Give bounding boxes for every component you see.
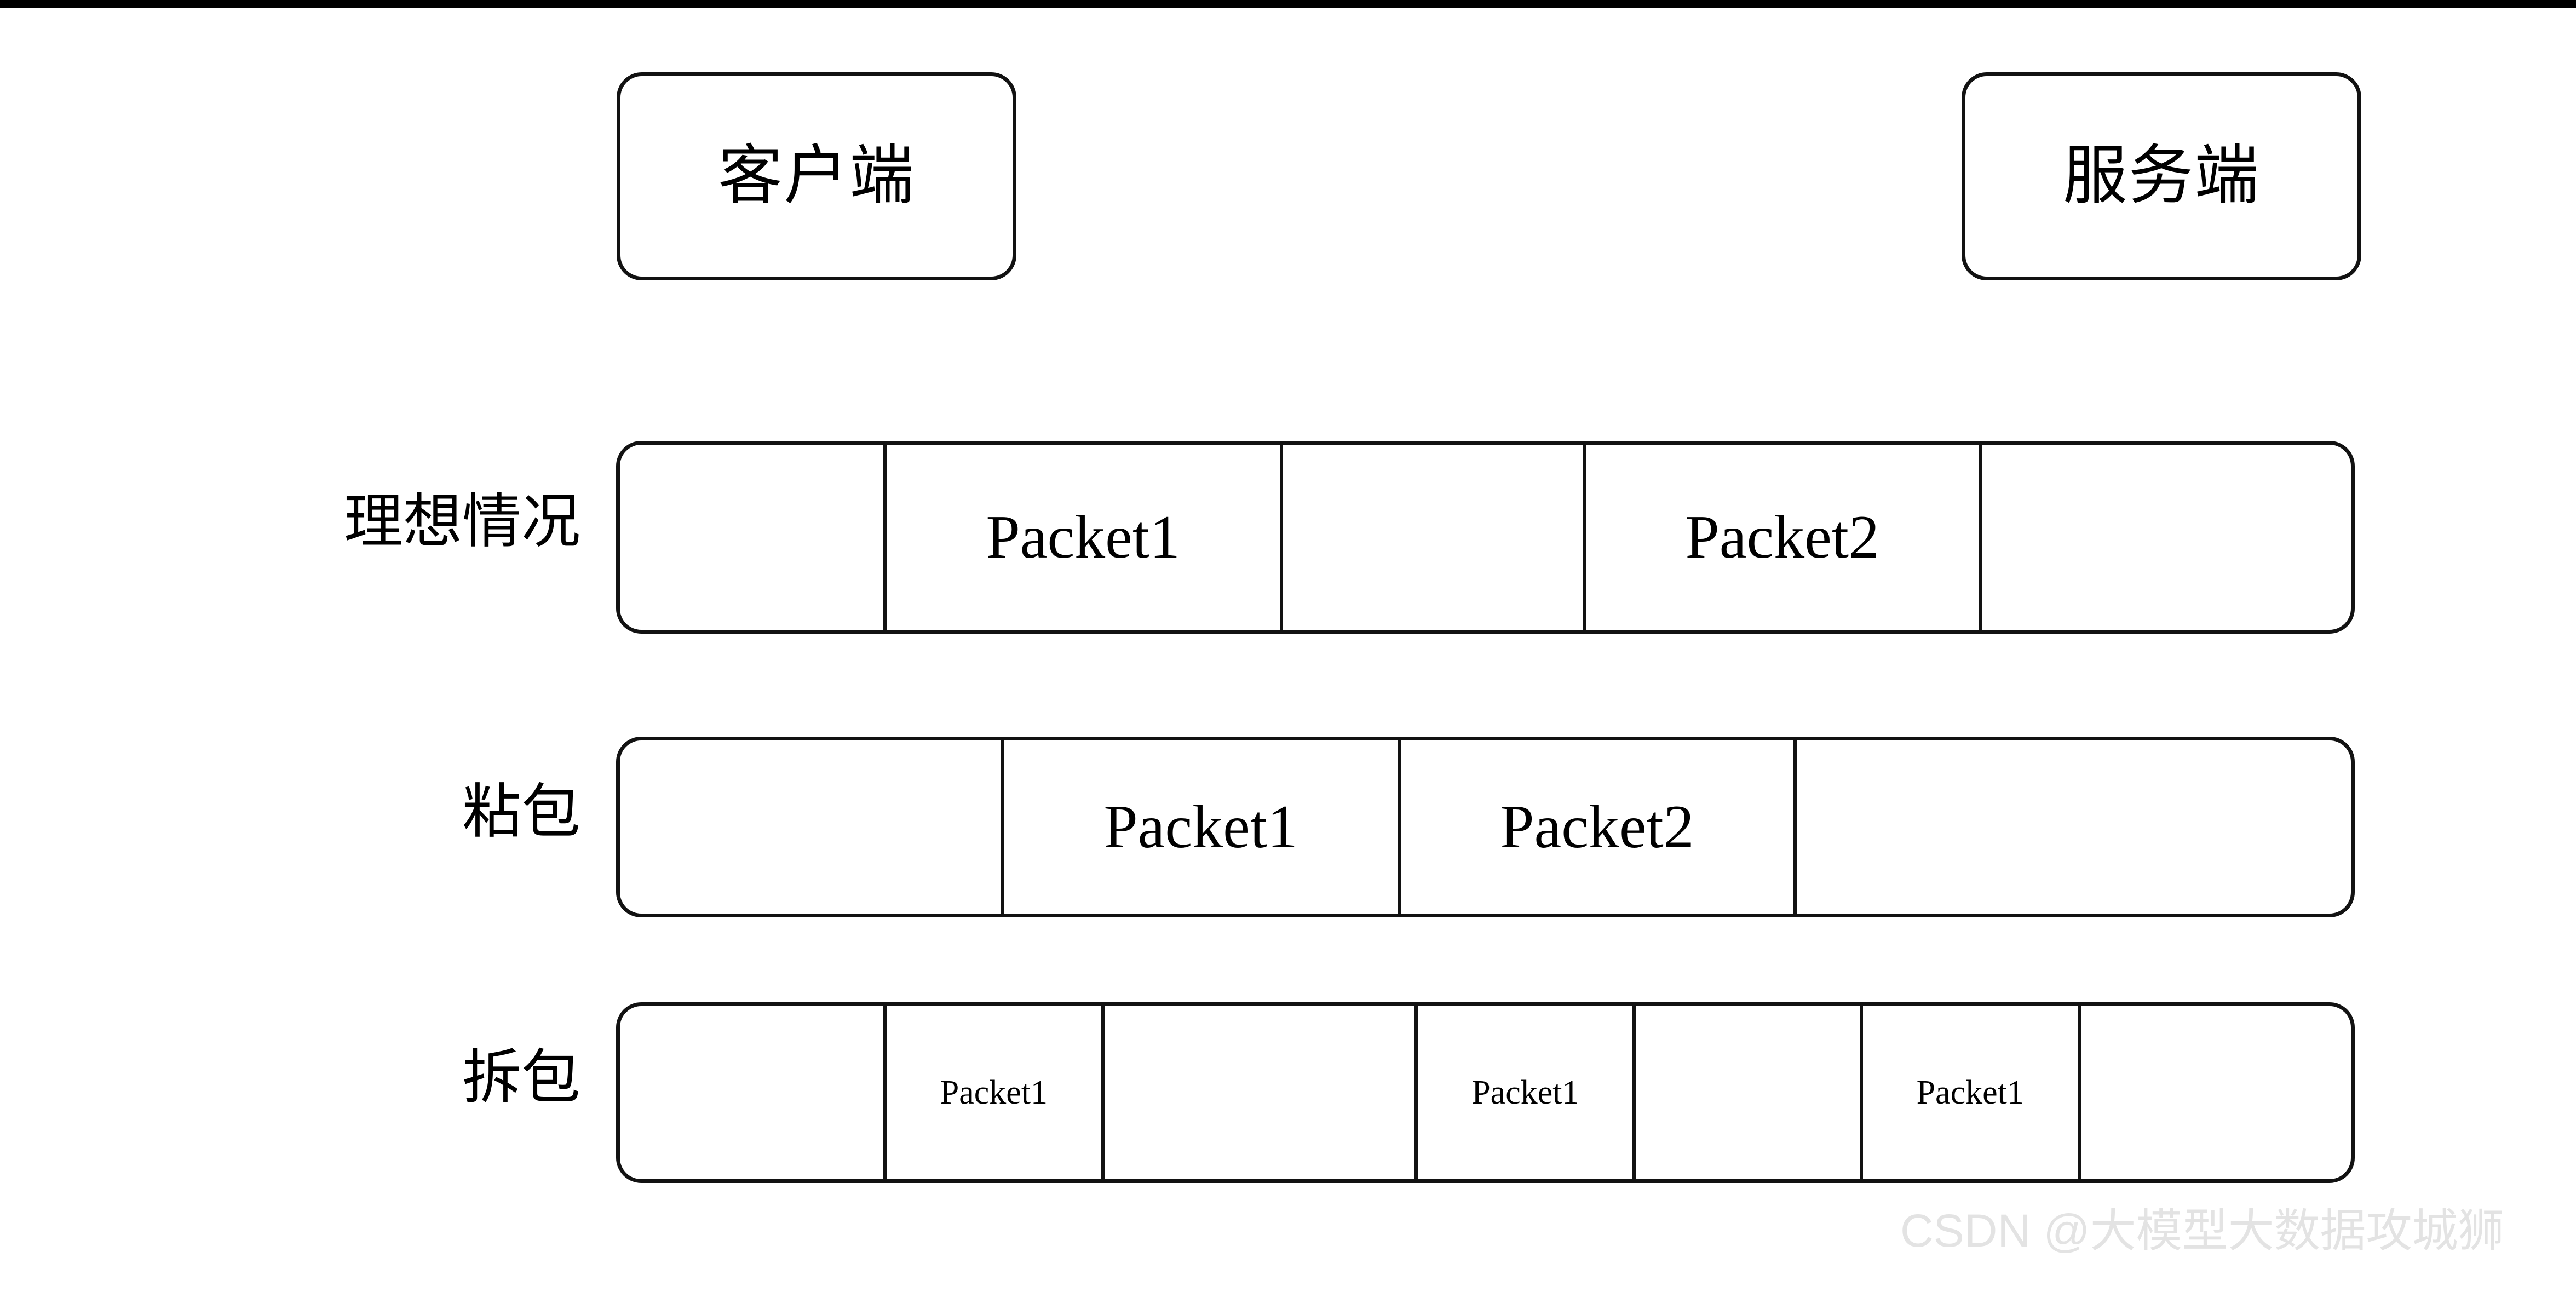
stream-cell-empty	[620, 1006, 887, 1179]
row-label-sticky: 粘包	[462, 780, 580, 845]
stream-cell-empty	[1283, 445, 1586, 630]
stream-cell-empty	[1636, 1006, 1863, 1179]
stream-cell-empty	[2081, 1006, 2351, 1179]
stream-cell-packet: Packet1	[887, 445, 1283, 630]
stream-cell-empty	[1982, 445, 2351, 630]
server-node-label: 服务端	[2062, 140, 2260, 212]
stream-bar-split: Packet1 Packet1 Packet1	[616, 1002, 2355, 1183]
row-label-split: 拆包	[462, 1046, 580, 1111]
stream-cell-packet: Packet1	[1863, 1006, 2081, 1179]
stream-cell-empty	[1797, 740, 2351, 914]
stream-cell-text: Packet2	[1685, 503, 1880, 571]
stream-cell-text: Packet1	[1916, 1074, 2024, 1111]
row-label-ideal: 理想情况	[343, 490, 580, 555]
server-node-box: 服务端	[1962, 72, 2361, 280]
stream-bar-sticky: Packet1 Packet2	[616, 737, 2355, 917]
csdn-watermark: CSDN @大模型大数据攻城狮	[1900, 1205, 2504, 1256]
stream-bar-ideal: Packet1 Packet2	[616, 441, 2355, 634]
stream-cell-text: Packet1	[1103, 793, 1298, 861]
stream-cell-packet: Packet2	[1401, 740, 1797, 914]
stream-cell-text: Packet1	[1471, 1074, 1579, 1111]
client-node-label: 客户端	[717, 140, 915, 212]
stream-cell-empty	[1105, 1006, 1418, 1179]
stream-cell-text: Packet1	[940, 1074, 1048, 1111]
stream-cell-packet: Packet1	[1004, 740, 1401, 914]
stream-cell-text: Packet2	[1500, 793, 1694, 861]
stream-cell-packet: Packet2	[1586, 445, 1982, 630]
stream-cell-empty	[620, 445, 887, 630]
stream-cell-text: Packet1	[986, 503, 1180, 571]
stream-cell-packet: Packet1	[887, 1006, 1105, 1179]
client-node-box: 客户端	[617, 72, 1016, 280]
stream-cell-packet: Packet1	[1418, 1006, 1636, 1179]
top-black-strip	[0, 0, 2576, 8]
stream-cell-empty	[620, 740, 1004, 914]
